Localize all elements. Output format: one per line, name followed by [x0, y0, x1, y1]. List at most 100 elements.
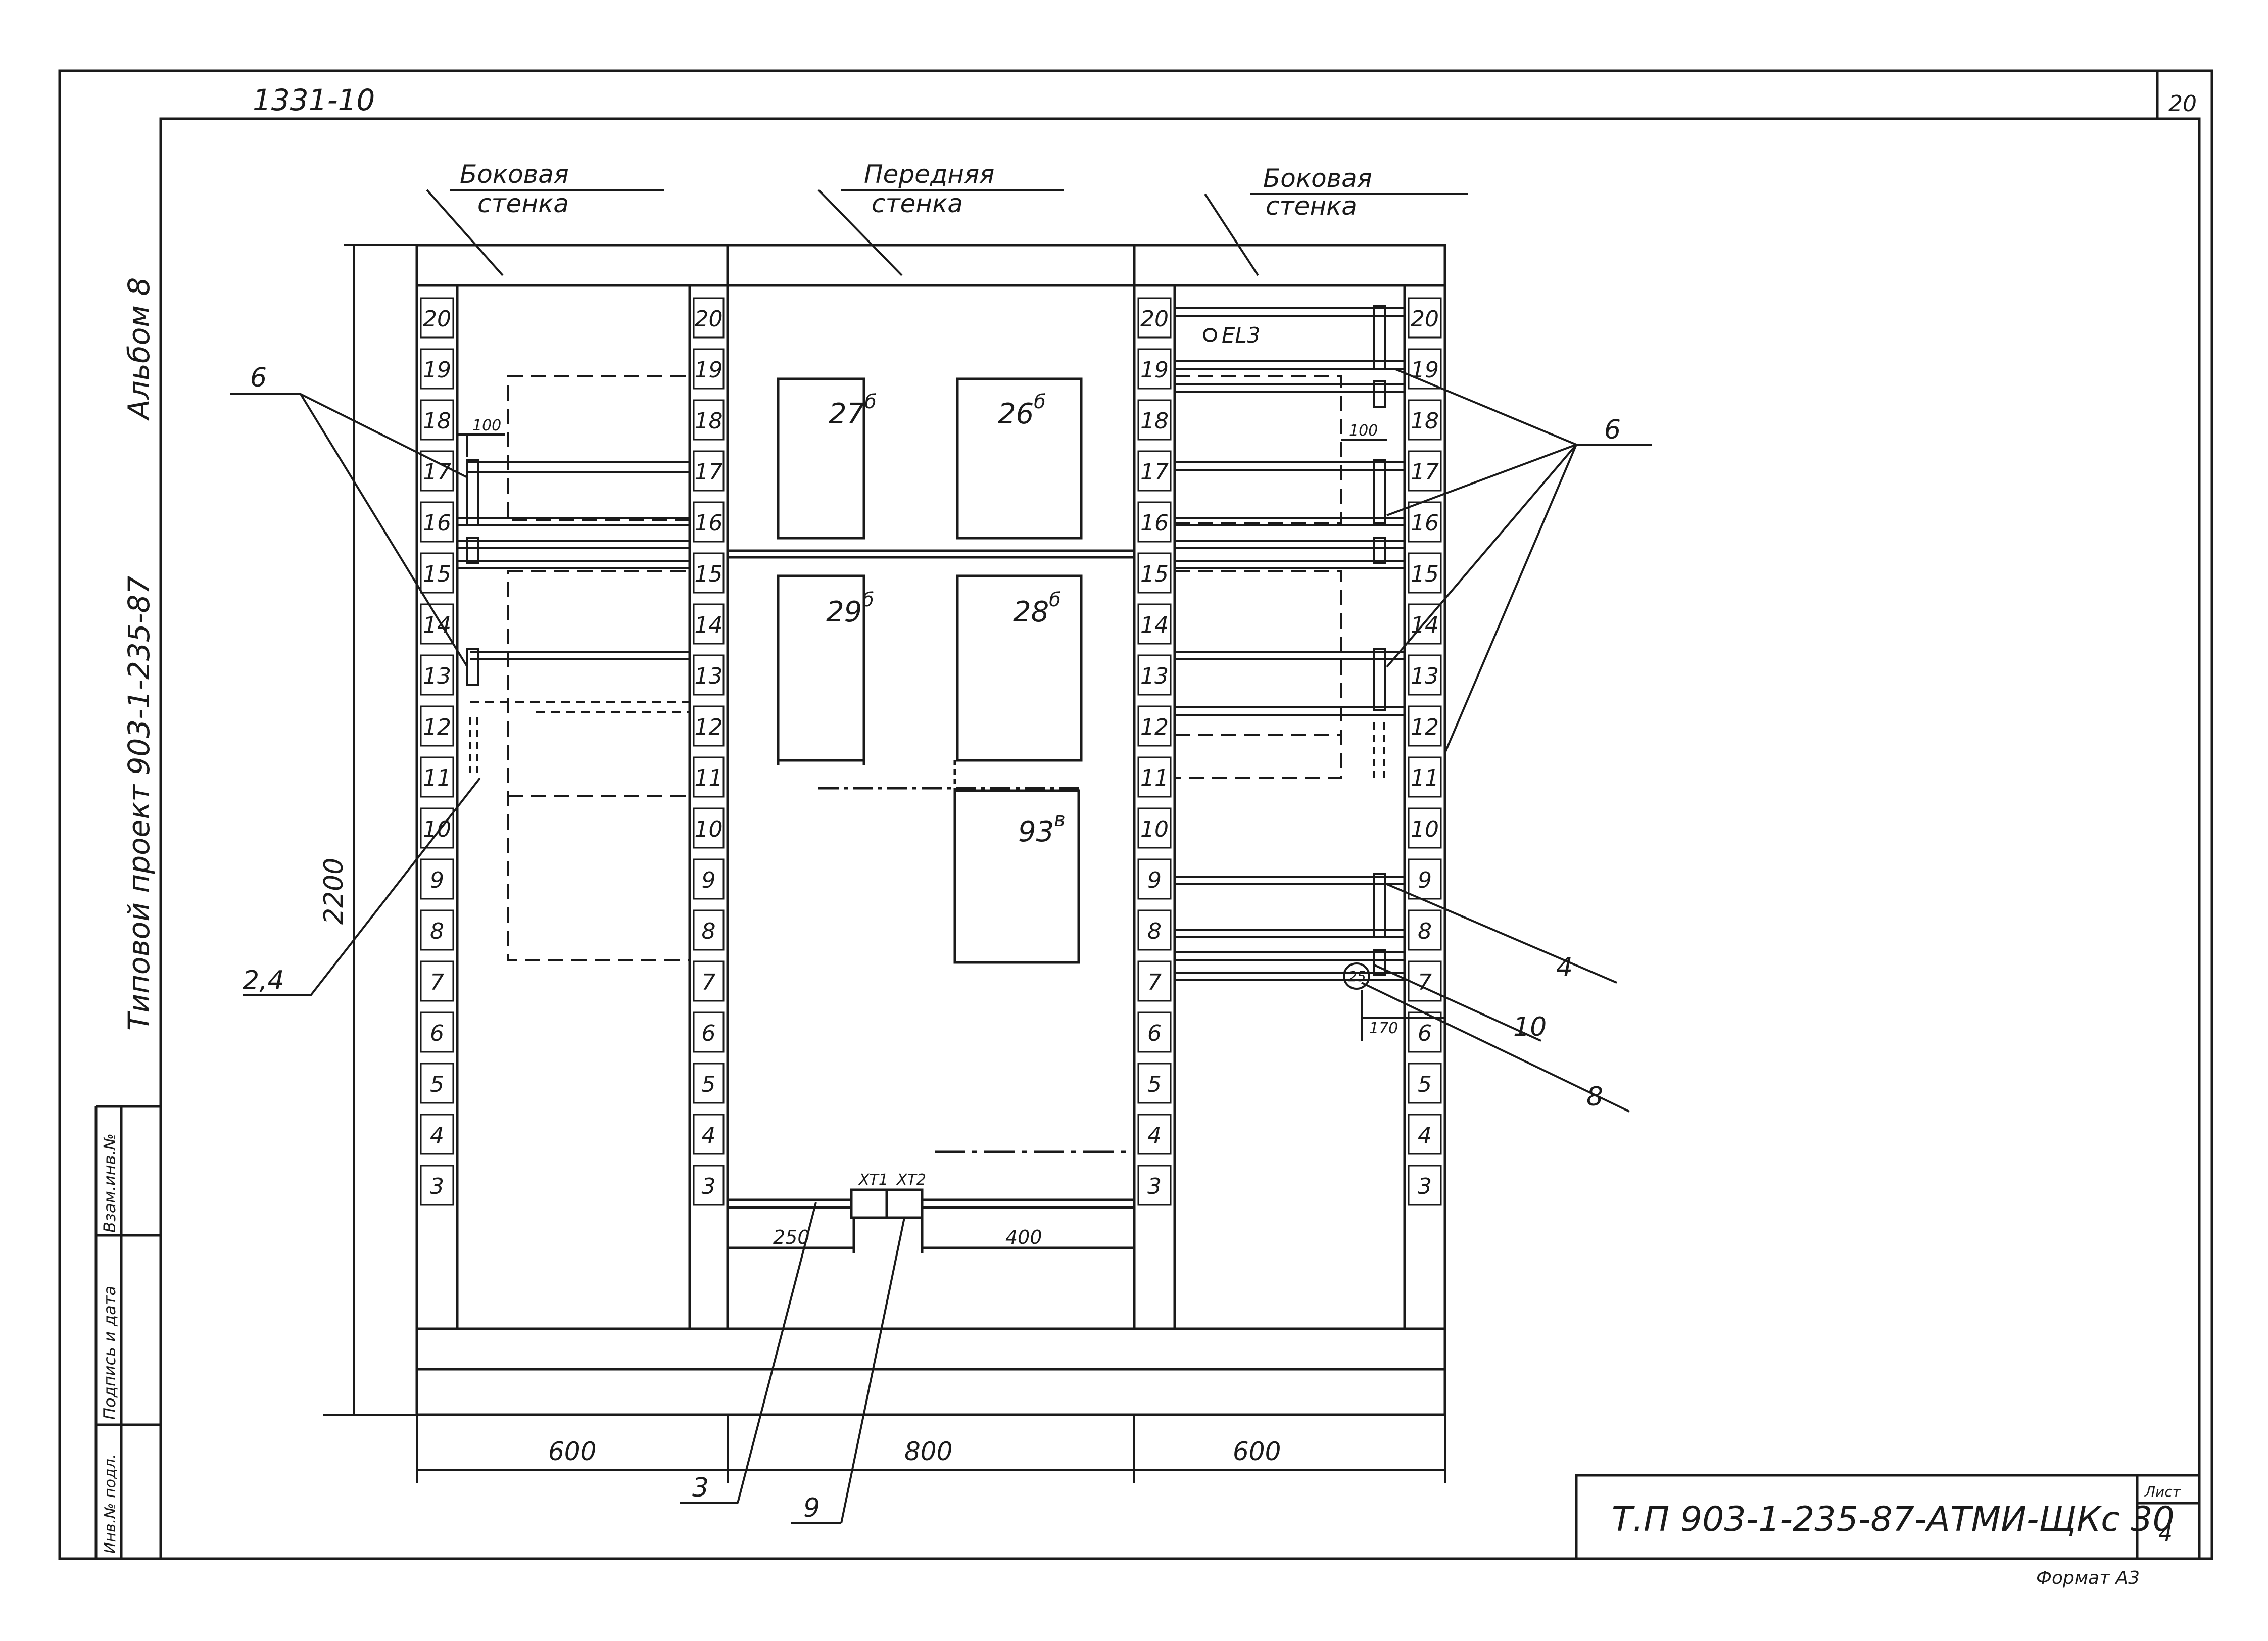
dim-400: 400	[1005, 1226, 1042, 1248]
rail-number: 6	[1418, 1021, 1432, 1046]
rail-hole	[693, 603, 725, 645]
callout-9: 9	[803, 1493, 820, 1523]
rail-number: 7	[430, 970, 444, 995]
sheet-format: Формат А3	[2036, 1568, 2140, 1588]
rail-number: 4	[1418, 1123, 1432, 1148]
rail-hole	[693, 501, 725, 543]
rail-hole	[420, 654, 454, 696]
rail-hole	[1408, 1063, 1442, 1104]
width-right-dimension: 600	[1233, 1437, 1281, 1466]
sheet-field-value: 4	[2158, 1521, 2173, 1547]
rail-number: 9	[430, 867, 444, 893]
device-93-label: 93в	[1018, 808, 1066, 848]
stamp-label-inventory: Инв.№ подл.	[102, 1454, 119, 1554]
front-wall-mounting	[728, 377, 1134, 1253]
rail-hole	[693, 1114, 725, 1155]
rail-number: 18	[695, 408, 723, 434]
rail-number: 6	[430, 1021, 444, 1046]
right-wall-label-1: Боковая	[1263, 164, 1372, 193]
callout-6-left: 6	[250, 363, 267, 393]
rail-hole	[693, 705, 725, 747]
rail-number: 16	[695, 510, 723, 536]
rail-hole	[1408, 807, 1442, 849]
rail-hole	[1408, 399, 1442, 441]
device-28-panel	[956, 574, 1083, 762]
rail-hole	[1137, 858, 1172, 900]
rail-hole	[1137, 399, 1172, 441]
rail-number: 9	[1147, 867, 1162, 893]
drawing-code: 1331-10	[253, 83, 375, 117]
rail-number: 17	[1411, 459, 1439, 485]
rail-hole	[1137, 1165, 1172, 1206]
rail-number: 8	[1147, 919, 1162, 944]
rail-hole	[1137, 603, 1172, 645]
rail-number: 10	[1411, 816, 1439, 842]
rail-hole	[1137, 297, 1172, 339]
rail-hole	[420, 909, 454, 951]
rail-hole	[693, 399, 725, 441]
rail-number: 3	[430, 1174, 444, 1199]
rail-number: 9	[702, 867, 716, 893]
sheet-field-label: Лист	[2144, 1483, 2181, 1500]
rail-number: 11	[1411, 765, 1439, 791]
rail-number: 8	[430, 919, 444, 944]
rail-number: 6	[1147, 1021, 1162, 1046]
rail-hole	[693, 297, 725, 339]
el3-lamp	[1203, 328, 1217, 342]
height-dimension: 2200	[319, 858, 349, 925]
rail-number: 14	[1140, 612, 1169, 638]
stamp-label-replaced: Взам.инв.№	[100, 1133, 119, 1233]
right-wall-mounting	[1174, 305, 1405, 990]
left-wall-mounting	[457, 375, 691, 961]
rail-number: 20	[1411, 306, 1439, 332]
wall-labels: Боковая стенка Передняя стенка Боковая с…	[426, 160, 1468, 276]
width-left-dimension: 600	[548, 1437, 596, 1466]
rail-hole	[1137, 1063, 1172, 1104]
rail-number: 20	[695, 306, 723, 332]
device-25-label: 25	[1348, 968, 1366, 985]
rail-hole	[1137, 1114, 1172, 1155]
front-wall-label-1: Передняя	[864, 160, 994, 189]
right-wall-label-2: стенка	[1266, 191, 1357, 221]
device-28-label: 28б	[1013, 589, 1061, 629]
front-wall-label-2: стенка	[872, 189, 963, 218]
cabinet-outline	[415, 244, 1446, 1416]
rail-hole	[1408, 297, 1442, 339]
rail-number: 7	[702, 970, 716, 995]
rail-number: 12	[423, 714, 451, 740]
rail-hole	[420, 603, 454, 645]
left-wall-label-2: стенка	[477, 189, 569, 218]
rail-number: 16	[1140, 510, 1169, 536]
rail-number: 5	[1147, 1072, 1162, 1097]
rail-hole	[1137, 348, 1172, 390]
rail-hole	[420, 1165, 454, 1206]
rail-number: 17	[695, 459, 723, 485]
callout-8: 8	[1586, 1082, 1603, 1112]
rail-hole	[1137, 501, 1172, 543]
rail-number: 11	[1140, 765, 1169, 791]
rail-number: 13	[1140, 663, 1169, 689]
callout-6-right: 6	[1604, 415, 1621, 445]
rail-number: 8	[702, 919, 716, 944]
device-27-panel	[777, 377, 865, 540]
front-device-labels: 27б 26б 29б 28б 93в XT1 XT2	[826, 391, 1066, 1189]
callout-2-4: 2,4	[243, 966, 284, 996]
rail-hole	[1137, 552, 1172, 594]
rail-number: 13	[423, 663, 451, 689]
terminal-xt2	[885, 1188, 924, 1219]
rail-hole	[420, 1011, 454, 1053]
rail-hole	[693, 552, 725, 594]
rail-number: 3	[1418, 1174, 1432, 1199]
rail-hole	[420, 399, 454, 441]
rail-hole	[1408, 1165, 1442, 1206]
rail-number: 3	[1147, 1174, 1162, 1199]
rail-number: 14	[695, 612, 723, 638]
rail-hole	[1408, 1114, 1442, 1155]
callout-lines	[230, 368, 1652, 1524]
rail-columns: 2019181716151413121110987654320191817161…	[420, 297, 1442, 1206]
dim-100-left: 100	[472, 417, 501, 435]
device-29-panel	[777, 574, 865, 762]
left-wall-label-1: Боковая	[460, 160, 569, 189]
rail-hole	[1408, 552, 1442, 594]
